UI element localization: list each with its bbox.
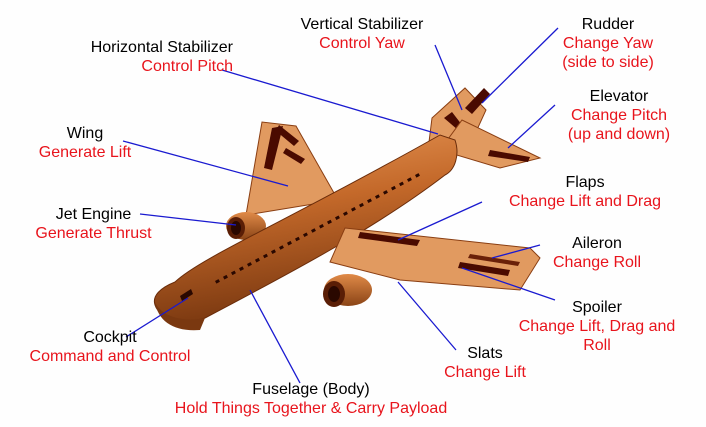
cabin-window	[391, 185, 396, 191]
fuselage-label: Fuselage (Body) Hold Things Together & C…	[130, 380, 492, 418]
cabin-window	[223, 274, 228, 280]
leader-fuselage	[249, 289, 301, 384]
rudder-function-line2: (side to side)	[562, 54, 654, 71]
fuselage-name: Fuselage (Body)	[252, 381, 370, 398]
leader-vertical-stabilizer	[434, 44, 463, 111]
aileron-label: Aileron Change Roll	[536, 234, 658, 272]
cabin-window	[247, 262, 252, 267]
far-wing	[245, 121, 339, 216]
cabin-window	[263, 253, 268, 259]
flaps-label: Flaps Change Lift and Drag	[482, 173, 688, 211]
spoiler-name: Spoiler	[572, 299, 622, 316]
cabin-window	[255, 257, 260, 263]
horizontal-stabilizer-function: Control Pitch	[141, 58, 233, 75]
aileron-function: Change Roll	[552, 254, 642, 271]
horizontal-tail	[439, 119, 542, 169]
cabin-window	[343, 211, 348, 216]
fuselage	[153, 134, 458, 331]
far-engine	[226, 212, 266, 240]
wing-name: Wing	[66, 125, 104, 142]
cabin-window	[375, 194, 380, 199]
jet-engine-name: Jet Engine	[55, 206, 132, 223]
vertical-stabilizer-name: Vertical Stabilizer	[300, 16, 424, 33]
cabin-window	[295, 236, 300, 242]
leader-jet-engine	[139, 213, 237, 226]
cabin-window	[399, 181, 404, 187]
leader-lines	[122, 27, 559, 384]
cabin-window	[319, 224, 324, 229]
cabin-window	[287, 240, 292, 246]
spoiler-function-line1: Change Lift, Drag and	[518, 318, 676, 335]
horizontal-stabilizer-label: Horizontal Stabilizer Control Pitch	[40, 38, 233, 76]
jet-engine-function: Generate Thrust	[35, 225, 152, 242]
cabin-window	[239, 266, 244, 271]
cabin-window	[407, 177, 412, 182]
flaps-name: Flaps	[565, 174, 605, 191]
cabin-window	[311, 228, 316, 233]
elevator-function-line1: Change Pitch	[570, 107, 668, 124]
jet-engine-label: Jet Engine Generate Thrust	[16, 205, 171, 243]
cabin-window	[231, 270, 236, 276]
elevator-name: Elevator	[589, 88, 649, 105]
leader-elevator	[507, 104, 556, 149]
horizontal-stabilizer-name: Horizontal Stabilizer	[90, 39, 233, 56]
cabin-window	[279, 245, 284, 250]
cockpit-label: Cockpit Command and Control	[4, 328, 216, 366]
cabin-window	[383, 190, 388, 195]
leader-horizontal-stabilizer	[221, 69, 439, 135]
vertical-stabilizer-function: Control Yaw	[319, 35, 405, 52]
leader-rudder	[481, 27, 559, 104]
cockpit-function: Command and Control	[29, 348, 191, 365]
rudder-name: Rudder	[581, 16, 635, 33]
slats-name: Slats	[467, 345, 503, 362]
slats-function: Change Lift	[444, 364, 526, 381]
spoiler-function-line2: Roll	[583, 337, 611, 354]
cabin-window	[303, 232, 308, 238]
wing-label: Wing Generate Lift	[30, 124, 140, 162]
near-wing	[329, 227, 541, 291]
leader-cockpit	[125, 297, 189, 338]
cabin-window	[335, 215, 340, 221]
rudder-label: Rudder Change Yaw (side to side)	[544, 15, 672, 72]
leader-flaps	[397, 201, 483, 241]
flaps-function: Change Lift and Drag	[508, 193, 662, 210]
spoiler-label: Spoiler Change Lift, Drag and Roll	[494, 298, 700, 355]
cabin-window	[271, 249, 276, 254]
elevator-label: Elevator Change Pitch (up and down)	[544, 87, 694, 144]
aileron-name: Aileron	[572, 235, 622, 252]
near-engine	[323, 274, 372, 307]
rudder-function-line1: Change Yaw	[562, 35, 654, 52]
cabin-window	[415, 173, 420, 178]
wing-function: Generate Lift	[38, 144, 132, 161]
cabin-window	[327, 219, 332, 225]
leader-wing	[122, 140, 289, 187]
leader-spoiler	[461, 267, 556, 301]
vertical-stabilizer-label: Vertical Stabilizer Control Yaw	[282, 15, 442, 53]
leader-aileron	[491, 244, 541, 259]
elevator-function-line2: (up and down)	[567, 126, 671, 143]
slats-label: Slats Change Lift	[428, 344, 542, 382]
cabin-window	[215, 279, 220, 284]
cabin-window	[351, 207, 356, 212]
leader-slats	[397, 281, 457, 351]
cabin-window	[359, 202, 364, 208]
cabin-window	[367, 198, 372, 204]
cockpit-name: Cockpit	[83, 329, 137, 346]
fuselage-function: Hold Things Together & Carry Payload	[174, 400, 448, 417]
